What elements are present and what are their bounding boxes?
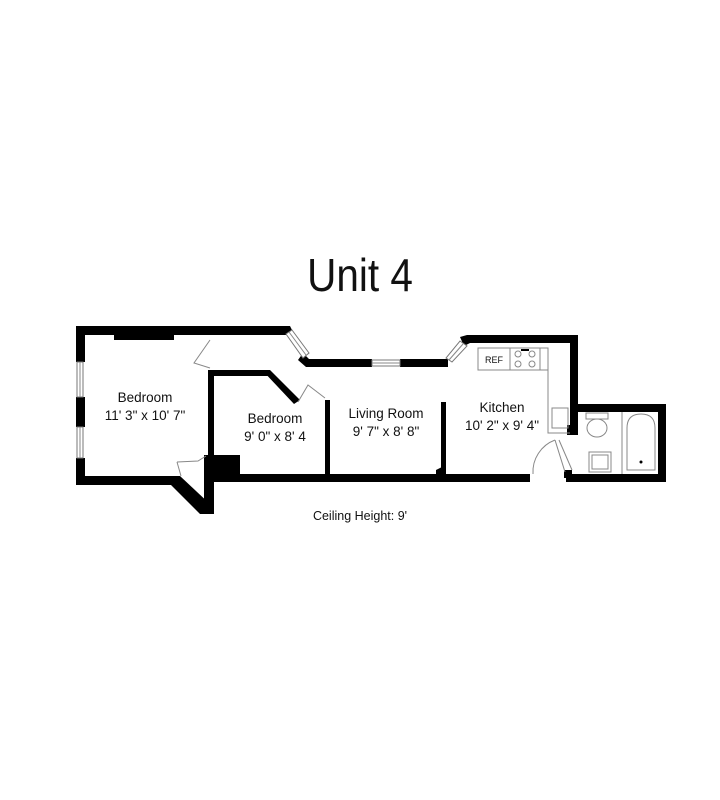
bathroom-fixtures [585, 412, 656, 474]
doors [176, 339, 573, 477]
windows [76, 329, 468, 459]
room-name-kitchen: Kitchen [479, 400, 524, 415]
room-name-bedroom-1: Bedroom [118, 390, 173, 405]
room-dimensions-living-room: 9' 7" x 8' 8" [353, 424, 420, 439]
room-name-living-room: Living Room [348, 406, 423, 421]
room-dimensions-bedroom-2: 9' 0" x 8' 4 [244, 429, 306, 444]
ref-label: REF [485, 355, 504, 365]
plan-title: Unit 4 [307, 249, 413, 301]
room-labels: Bedroom 11' 3" x 10' 7" Bedroom 9' 0" x … [105, 390, 539, 444]
ceiling-height-label: Ceiling Height: 9' [312, 509, 408, 523]
room-name-bedroom-2: Bedroom [248, 411, 303, 426]
room-dimensions-kitchen: 10' 2" x 9' 4" [465, 418, 539, 433]
walls [76, 326, 666, 514]
room-dimensions-bedroom-1: 11' 3" x 10' 7" [105, 408, 186, 423]
kitchen-fixtures: REF [477, 347, 570, 434]
